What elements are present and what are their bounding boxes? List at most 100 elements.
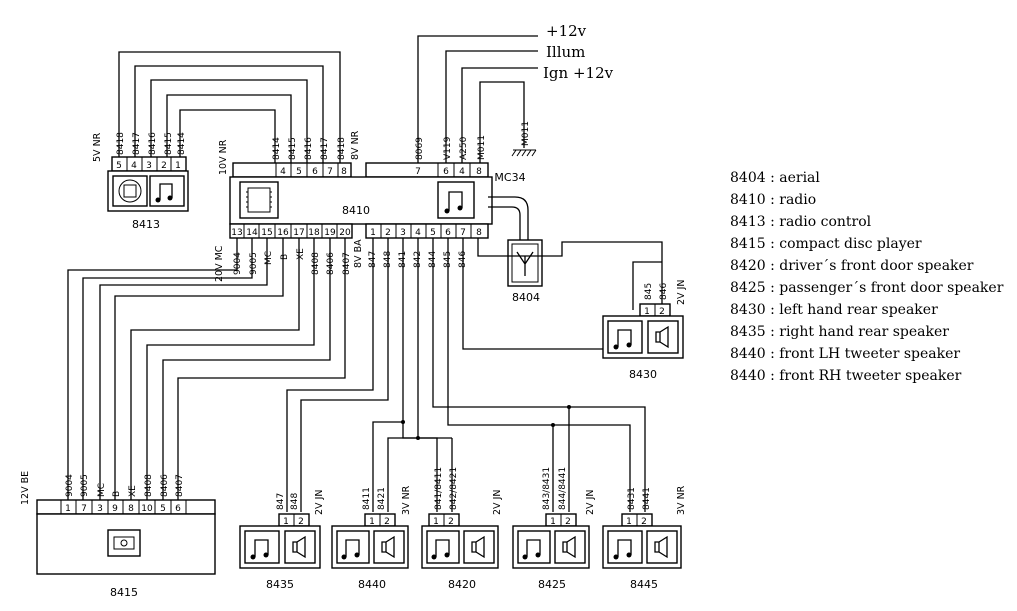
music-note-icon [517, 530, 551, 564]
svg-text:7: 7 [81, 504, 87, 514]
svg-text:A250: A250 [459, 136, 469, 160]
legend: 8404 : aerial 8410 : radio 8413 : radio … [730, 170, 1004, 384]
label-8440: 8440 [358, 578, 386, 591]
connector-label-8410-bot-right: 8V BA [353, 239, 364, 268]
svg-text:14: 14 [246, 228, 258, 238]
component-8413: 5V NR 5 4 3 2 1 8413 8418 8417 8416 8415… [92, 132, 189, 231]
music-note-icon [149, 175, 185, 207]
svg-text:7: 7 [460, 228, 466, 238]
svg-text:844/8441: 844/8441 [558, 467, 568, 510]
legend-item: 8435 : right hand rear speaker [730, 324, 949, 340]
svg-text:8407: 8407 [175, 474, 185, 497]
svg-text:847: 847 [276, 493, 286, 510]
music-note-icon [607, 320, 643, 354]
svg-text:3: 3 [146, 161, 152, 171]
music-note-icon [336, 530, 370, 564]
svg-text:M011: M011 [477, 135, 487, 160]
label-8415: 8415 [110, 586, 138, 599]
svg-text:8417: 8417 [320, 137, 330, 160]
svg-text:8415: 8415 [164, 132, 174, 155]
legend-item: 8410 : radio [730, 192, 816, 208]
svg-text:1: 1 [626, 517, 632, 527]
component-8415: 12V BE 1 7 3 9 8 10 5 6 9004 9005 MC B X… [20, 471, 216, 599]
svg-text:6: 6 [312, 167, 318, 177]
svg-text:4: 4 [459, 167, 465, 177]
component-8430: 845 846 2V JN 1 2 8430 [602, 280, 687, 381]
svg-text:8421: 8421 [377, 487, 387, 510]
component-8435: 847 848 2V JN 1 2 8435 [239, 490, 325, 591]
svg-text:15: 15 [261, 228, 272, 238]
legend-item: 8404 : aerial [730, 170, 820, 186]
legend-item: 8440 : front RH tweeter speaker [730, 368, 962, 384]
component-8440: 8411 8421 3V NR 1 2 8440 [331, 485, 412, 591]
svg-text:1: 1 [283, 517, 289, 527]
svg-text:8408: 8408 [144, 474, 154, 497]
speaker-icon [284, 530, 316, 564]
svg-text:5: 5 [430, 228, 436, 238]
svg-text:9: 9 [112, 504, 118, 514]
svg-text:4: 4 [280, 167, 286, 177]
svg-text:B: B [112, 491, 122, 497]
connector-label-8435: 2V JN [314, 490, 325, 515]
legend-item: 8440 : front LH tweeter speaker [730, 346, 960, 362]
ground-label: MC34 [494, 171, 525, 184]
svg-text:B: B [280, 254, 290, 260]
supply-labels: +12v Illum Ign +12v [543, 22, 614, 82]
svg-text:2: 2 [659, 307, 665, 317]
component-8420: 841/8411 842/8421 2V JN 1 2 8420 [421, 467, 503, 591]
svg-text:16: 16 [277, 228, 289, 238]
component-8425: 843/8431 844/8441 2V JN 1 2 8425 [512, 467, 596, 591]
speaker-icon [463, 530, 495, 564]
connector-label-8410-top-left: 10V NR [218, 139, 229, 175]
svg-text:18: 18 [308, 228, 320, 238]
svg-text:1: 1 [65, 504, 71, 514]
connector-label-8440: 3V NR [401, 485, 412, 515]
svg-text:2: 2 [298, 517, 304, 527]
svg-text:6: 6 [175, 504, 181, 514]
wires-speakers [286, 238, 663, 512]
label-8445: 8445 [630, 578, 658, 591]
svg-text:6: 6 [445, 228, 451, 238]
svg-text:8418: 8418 [337, 137, 347, 160]
music-note-icon [437, 181, 475, 219]
svg-text:8: 8 [476, 167, 482, 177]
svg-text:8415: 8415 [288, 137, 298, 160]
connector-label-8445: 3V NR [676, 485, 687, 515]
svg-text:8417: 8417 [132, 132, 142, 155]
svg-text:2: 2 [448, 517, 454, 527]
svg-text:842/8421: 842/8421 [449, 467, 459, 510]
svg-text:8: 8 [128, 504, 134, 514]
music-note-icon [426, 530, 460, 564]
label-8435: 8435 [266, 578, 294, 591]
svg-text:8411: 8411 [362, 487, 372, 510]
supply-label-illum: Illum [546, 43, 585, 61]
chip-icon [239, 181, 279, 219]
svg-text:1: 1 [433, 517, 439, 527]
legend-item: 8430 : left hand rear speaker [730, 302, 938, 318]
connector-label-8420: 2V JN [492, 490, 503, 515]
connector-label-8430: 2V JN [676, 280, 687, 305]
svg-text:9004: 9004 [233, 252, 243, 275]
component-8445: 8431 8441 3V NR 1 2 8445 [602, 485, 687, 591]
svg-text:XE: XE [296, 248, 306, 260]
label-8430: 8430 [629, 368, 657, 381]
label-8420: 8420 [448, 578, 476, 591]
svg-text:MC: MC [97, 483, 107, 497]
svg-text:845: 845 [644, 283, 654, 300]
wires-8413-to-8410 [118, 51, 341, 163]
aerial-cable [488, 196, 529, 240]
supply-label-ign: Ign +12v [543, 64, 614, 82]
label-8404: 8404 [512, 291, 540, 304]
svg-text:5: 5 [116, 161, 122, 171]
svg-text:8: 8 [476, 228, 482, 238]
svg-text:7: 7 [415, 167, 421, 177]
svg-text:19: 19 [324, 228, 336, 238]
svg-text:1: 1 [175, 161, 181, 171]
svg-text:8406: 8406 [160, 474, 170, 497]
svg-text:XE: XE [128, 485, 138, 497]
svg-text:846: 846 [659, 283, 669, 300]
label-8413: 8413 [132, 218, 160, 231]
svg-text:MC: MC [264, 251, 274, 265]
svg-text:843/8431: 843/8431 [542, 467, 552, 510]
svg-text:3: 3 [97, 504, 103, 514]
